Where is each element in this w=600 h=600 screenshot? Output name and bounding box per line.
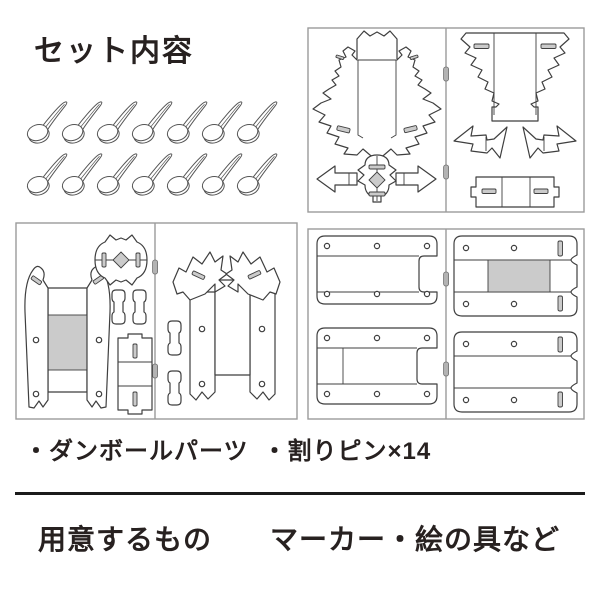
split-pin bbox=[199, 153, 243, 199]
sheet-join-tab bbox=[443, 66, 450, 82]
diamond-pivot bbox=[112, 251, 130, 269]
prepare-label: 用意するもの bbox=[38, 524, 213, 555]
prepare-section: 用意するもの マーカー・絵の具など bbox=[38, 518, 560, 558]
leg-part-left bbox=[24, 265, 49, 409]
strip-part-left bbox=[189, 291, 216, 401]
bone-link-part bbox=[111, 289, 126, 325]
left-arrow-part bbox=[316, 165, 358, 193]
split-pin bbox=[164, 153, 208, 199]
split-pin bbox=[59, 153, 103, 199]
wing-part-right bbox=[225, 251, 281, 301]
section-divider bbox=[15, 492, 585, 495]
bone-link-part bbox=[167, 320, 182, 356]
cardboard-panel-top-right bbox=[307, 27, 585, 213]
split-pin bbox=[164, 101, 208, 147]
bone-link-part bbox=[167, 370, 182, 406]
claw-part-left bbox=[453, 125, 508, 159]
sheet-join-tab bbox=[152, 259, 159, 275]
diamond-pivot bbox=[368, 171, 386, 189]
bracket-part-bottom bbox=[316, 327, 438, 405]
split-pin bbox=[199, 101, 243, 147]
slotted-plate-part bbox=[117, 333, 153, 415]
back-panel-part bbox=[214, 279, 251, 376]
base-plate-part-bottom bbox=[453, 331, 578, 413]
spine-part bbox=[47, 287, 88, 393]
sheet-join-tab bbox=[443, 361, 450, 377]
sheet-join-tab bbox=[152, 363, 159, 379]
split-pin bbox=[94, 153, 138, 199]
hub-part bbox=[94, 234, 148, 286]
split-pin bbox=[94, 101, 138, 147]
mask-template-part bbox=[460, 32, 570, 122]
bracket-part-top bbox=[316, 235, 438, 305]
sheet-join-tab bbox=[443, 164, 450, 180]
pin-field bbox=[24, 101, 278, 199]
cardboard-panel-middle-right bbox=[307, 228, 585, 420]
split-pin bbox=[129, 153, 173, 199]
split-pin bbox=[234, 101, 278, 147]
leg-part-right bbox=[86, 265, 111, 409]
joint-hub-part bbox=[357, 154, 397, 203]
split-pin bbox=[24, 153, 68, 199]
split-pin bbox=[234, 153, 278, 199]
prepare-items: マーカー・絵の具など bbox=[270, 524, 561, 555]
page-title: セット内容 bbox=[34, 35, 194, 68]
right-arrow-part bbox=[395, 165, 437, 193]
strip-part-right bbox=[249, 291, 276, 401]
claw-part-right bbox=[522, 125, 577, 159]
split-pin bbox=[59, 101, 103, 147]
base-plate-part-top bbox=[453, 235, 578, 317]
split-pin bbox=[129, 101, 173, 147]
body-template-part bbox=[312, 30, 442, 161]
contents-item-split-pins: ・割りピン×14 bbox=[262, 438, 432, 465]
split-pin bbox=[24, 101, 68, 147]
contents-item-cardboard: ・ダンボールパーツ bbox=[24, 438, 249, 465]
split-pins-figure bbox=[24, 101, 278, 199]
bone-link-part bbox=[132, 289, 147, 325]
connector-plate-part bbox=[470, 176, 560, 208]
sheet-join-tab bbox=[443, 271, 450, 287]
contents-list: ・ダンボールパーツ ・割りピン×14 bbox=[24, 431, 431, 466]
cardboard-panel-middle-left bbox=[15, 222, 298, 420]
